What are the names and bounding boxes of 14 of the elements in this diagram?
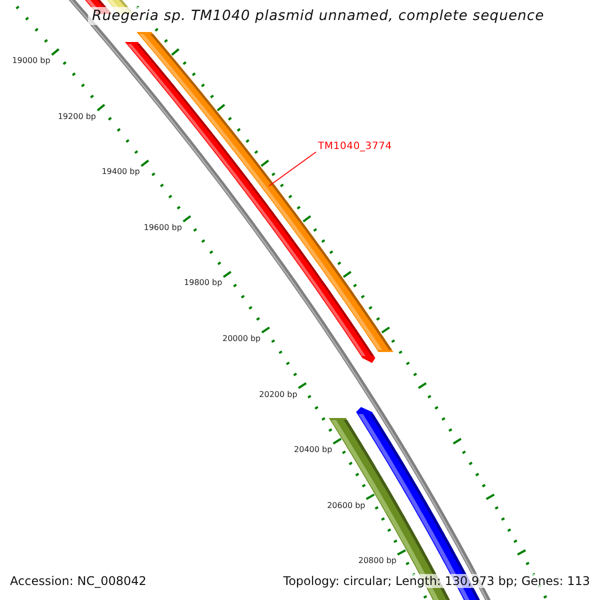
position-label: 20200 bp — [259, 390, 298, 399]
position-label: 20600 bp — [327, 500, 366, 510]
sequence-info: Topology: circular; Length: 130,973 bp; Genes: 113 — [281, 574, 592, 588]
position-label: 19400 bp — [102, 167, 140, 176]
gene-label: TM1040_3774 — [318, 141, 392, 152]
position-label: 20400 bp — [294, 445, 332, 454]
position-label: 19200 bp — [58, 112, 96, 121]
leader-line — [268, 152, 316, 186]
position-label: 19000 bp — [12, 56, 50, 65]
position-label: 19800 bp — [184, 278, 222, 288]
position-label: 19600 bp — [144, 222, 182, 232]
position-label: 20000 bp — [222, 334, 261, 343]
position-label: 20800 bp — [358, 556, 397, 566]
sequence-info: Accession: NC_008042 — [8, 574, 148, 588]
